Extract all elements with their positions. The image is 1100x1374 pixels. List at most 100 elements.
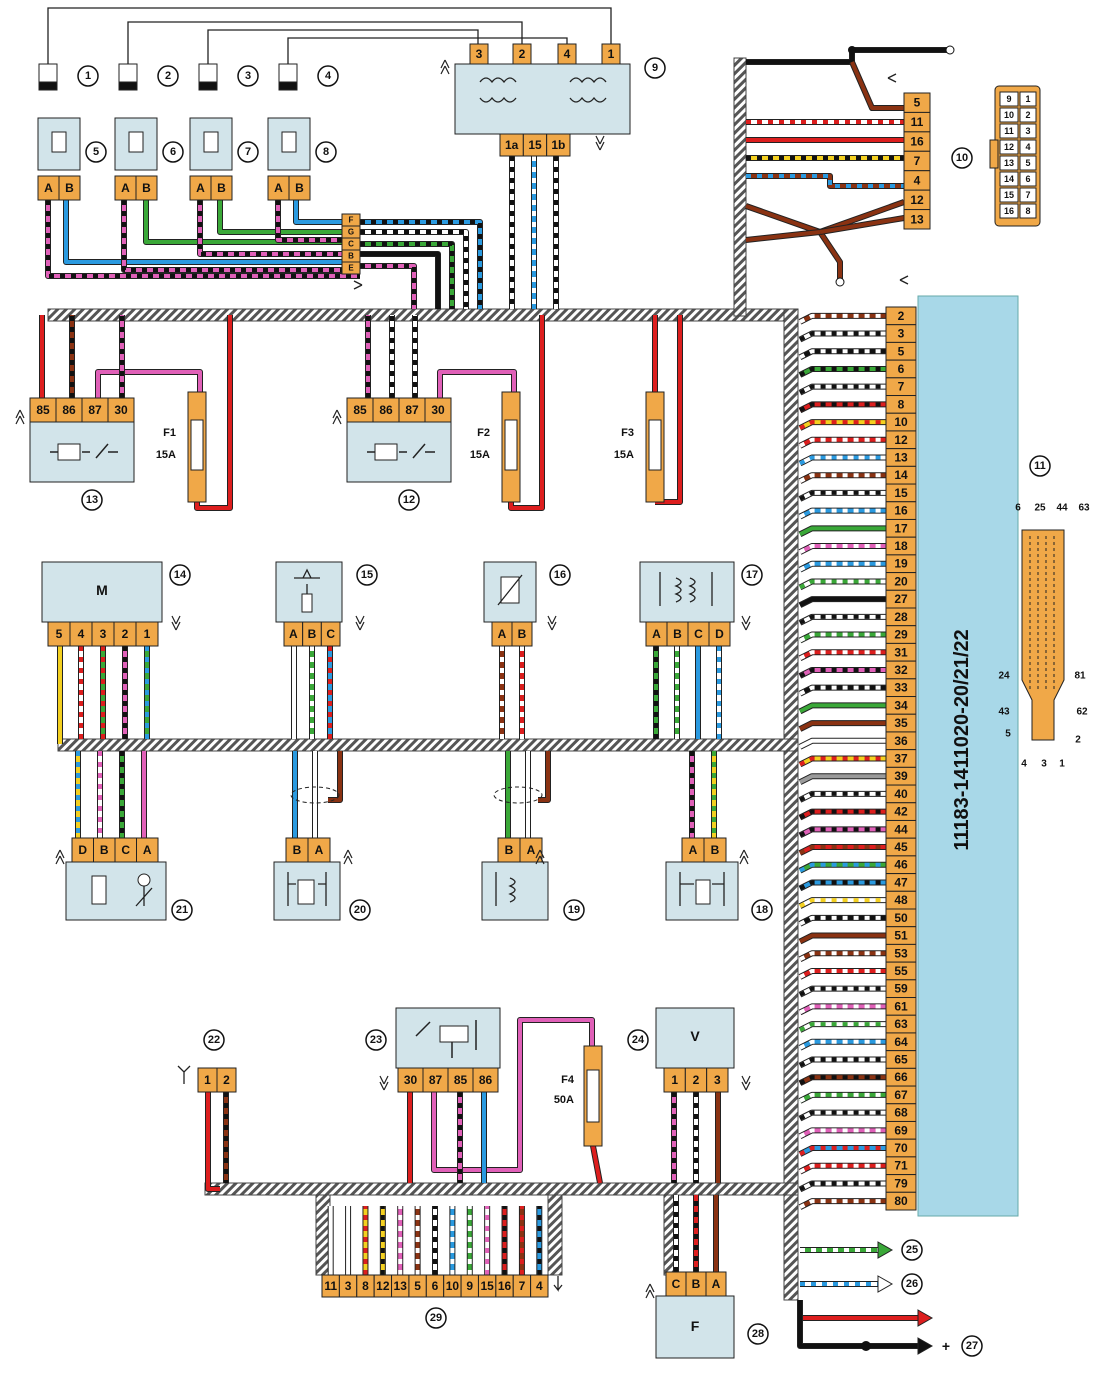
wire-stripe-black (360, 230, 468, 309)
pin-12: 12 (894, 433, 908, 447)
callout-12: 12 (403, 494, 415, 506)
phase-element (695, 879, 711, 905)
fuse-rating-F1: 15A (156, 449, 176, 461)
pin-A: A (712, 1277, 721, 1291)
knock-element (297, 879, 315, 905)
pin-51: 51 (894, 929, 908, 943)
pin-50: 50 (894, 911, 908, 925)
callout-circle (644, 57, 666, 79)
wire-stripe-black (799, 1057, 886, 1068)
pin-E: E (348, 264, 354, 273)
wire-green (799, 703, 886, 714)
callout-circle (951, 147, 973, 169)
pin-B: B (217, 181, 226, 195)
wire-stripe-white (799, 1039, 886, 1050)
pin-87: 87 (429, 1073, 443, 1087)
spark-plug-2 (118, 63, 138, 83)
obd-pin-9: 9 (1006, 94, 1011, 104)
ecu-conn-5: 5 (1005, 729, 1011, 740)
pin-1: 1 (671, 1073, 678, 1087)
spark-plug-base (118, 81, 138, 91)
pin-3: 3 (100, 627, 107, 641)
wire-stripe-black (799, 366, 886, 377)
pin-19: 19 (894, 557, 908, 571)
wire-green (218, 200, 342, 234)
pin-4: 4 (564, 47, 571, 61)
wire-stripe-green (799, 579, 886, 590)
wire-stripe-green (799, 1022, 886, 1032)
throttle-sensor-15 (275, 561, 343, 623)
pin-cell (135, 621, 159, 647)
wire-red (591, 1145, 602, 1184)
wire-stripe-black (799, 331, 886, 342)
pin-87: 87 (405, 403, 419, 417)
obd-pin-cell (999, 187, 1019, 203)
fuse-rating-F2: 15A (470, 449, 490, 461)
wire-stripe-white (799, 968, 886, 979)
callout-circle (627, 1029, 649, 1051)
throttle-resistor (301, 593, 313, 613)
obd-pin-cell (1019, 171, 1037, 187)
ecu-body (917, 295, 1019, 1217)
spark-plug-base (198, 81, 218, 91)
pin-53: 53 (894, 946, 908, 960)
pin-68: 68 (894, 1106, 908, 1120)
wire-stripe-white (799, 650, 886, 661)
callout-circle (1029, 455, 1051, 477)
pin-86: 86 (479, 1073, 493, 1087)
ign-pin-2: 2 (512, 43, 532, 65)
callout-circle (356, 564, 378, 586)
wire-brown (799, 721, 886, 731)
pin-cell (424, 397, 452, 423)
obd-pin-8: 8 (1025, 206, 1030, 216)
callout-22: 22 (208, 1034, 220, 1046)
wire-stripe-white (799, 632, 886, 643)
pin-cell (210, 175, 233, 201)
pin-C: C (694, 627, 703, 641)
pin-5: 5 (56, 627, 63, 641)
callout-circle (901, 1273, 923, 1295)
pin-85: 85 (353, 403, 367, 417)
fuse-element (190, 419, 204, 471)
ecu-conn-24: 24 (998, 671, 1010, 682)
signal-line (47, 7, 612, 64)
pin-D: D (715, 627, 724, 641)
pin-17: 17 (894, 521, 908, 535)
pin-B: B (142, 181, 151, 195)
pin-cell (903, 209, 931, 230)
callout-circle (77, 65, 99, 87)
callout-circle (203, 1029, 225, 1051)
obd-pin-13: 13 (1004, 158, 1014, 168)
pin-9: 9 (466, 1279, 473, 1293)
callout-14: 14 (174, 569, 187, 581)
pin-1: 1 (144, 627, 151, 641)
pin-61: 61 (894, 999, 908, 1013)
pin-cell (447, 1067, 474, 1093)
pin-A: A (527, 843, 536, 857)
obd-pin-5: 5 (1025, 158, 1030, 168)
pin-3: 3 (345, 1279, 352, 1293)
pin-A: A (289, 627, 298, 641)
callout-6: 6 (170, 146, 176, 158)
callout-4: 4 (325, 70, 332, 82)
pin-5: 5 (414, 1279, 421, 1293)
pin-F: F (349, 216, 354, 225)
pin-67: 67 (894, 1088, 908, 1102)
callout-circle (237, 141, 259, 163)
arrow-head-green (877, 1241, 894, 1259)
pin-2: 2 (223, 1073, 230, 1087)
pin-16: 16 (894, 504, 908, 518)
callout-circle (741, 564, 763, 586)
wire-stripe-red (799, 1146, 886, 1156)
pin-39: 39 (894, 769, 908, 783)
wire-stripe-blue (799, 862, 886, 873)
obd-pin-7: 7 (1025, 190, 1030, 200)
callout-circle (81, 489, 103, 511)
pin-80: 80 (894, 1194, 908, 1208)
pin-40: 40 (894, 787, 908, 801)
pin-46: 46 (894, 858, 908, 872)
